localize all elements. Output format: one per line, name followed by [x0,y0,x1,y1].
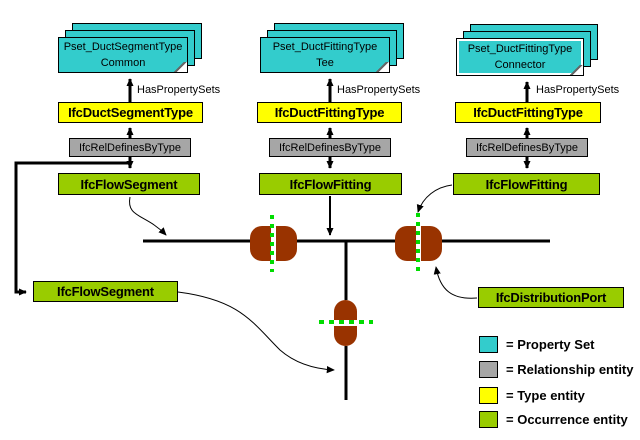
folded-corner-icon [174,62,187,72]
legend-swatch-occurrence-entity [479,411,498,428]
pset-name: Pset_DuctFittingType [272,41,378,54]
branch-to-flowsegment2 [14,161,130,296]
distributionport-callout-arrow [433,266,478,299]
occurrence-box-ifcflowsegment-1: IfcFlowSegment [58,173,200,195]
pset-box-duct-fitting-type-tee: Pset_DuctFittingType Tee [260,37,390,73]
port-dotted-line-icon [319,320,373,324]
pset-name: Pset_DuctFittingType [467,43,573,55]
pset-subname: Connector [494,59,546,71]
legend-label: = Relationship entity [506,362,634,377]
fitting-half-icon [421,226,442,261]
flowsegment2-callout-arrow [177,291,335,374]
pset-subname: Tee [316,56,334,69]
occurrence-box-ifcflowfitting-2: IfcFlowFitting [453,173,600,195]
pset-box-duct-fitting-type-connector: Pset_DuctFittingType Connector [456,38,584,76]
pset-subname: Common [100,56,146,69]
fitting-half-icon [395,226,416,261]
port-dotted-line-icon [270,215,274,272]
type-box-ifcductsegmenttype: IfcDuctSegmentType [58,102,203,123]
haspropertysets-label: HasPropertySets [536,84,620,96]
relationship-box-ifcreldefinesbytype: IfcRelDefinesByType [69,138,191,157]
legend-row-occurrence-entity: = Occurrence entity [479,411,628,428]
folded-corner-icon [570,65,583,75]
relationship-box-ifcreldefinesbytype: IfcRelDefinesByType [269,138,391,157]
legend-row-property-set: = Property Set [479,336,595,353]
folded-corner-icon [376,62,389,72]
flowsegment1-callout-arrow [129,196,167,236]
legend-label: = Property Set [506,337,595,352]
port-dotted-line-icon [416,213,420,272]
legend-swatch-type-entity [479,387,498,404]
haspropertysets-label: HasPropertySets [337,84,421,96]
fitting-half-icon [276,226,297,261]
occurrence-box-ifcflowsegment-2: IfcFlowSegment [33,281,178,302]
flowfitting3-callout-arrow [416,184,453,213]
fitting-half-icon [334,300,357,320]
type-box-ifcductfittingtype-2: IfcDuctFittingType [455,102,601,123]
legend-swatch-relationship-entity [479,361,498,378]
legend-label: = Type entity [506,388,585,403]
legend-label: = Occurrence entity [506,412,628,427]
pset-box-duct-segment-type: Pset_DuctSegmentType Common [58,37,188,73]
legend-row-relationship-entity: = Relationship entity [479,361,634,378]
haspropertysets-label: HasPropertySets [137,84,221,96]
occurrence-box-ifcflowfitting-1: IfcFlowFitting [259,173,402,195]
legend-swatch-property-set [479,336,498,353]
relationship-box-ifcreldefinesbytype: IfcRelDefinesByType [466,138,588,157]
occurrence-box-ifcdistributionport: IfcDistributionPort [478,287,624,308]
legend-row-type-entity: = Type entity [479,387,585,404]
type-box-ifcductfittingtype-1: IfcDuctFittingType [257,102,402,123]
fitting-half-icon [334,326,357,346]
pset-name: Pset_DuctSegmentType [63,41,183,54]
fitting-half-icon [250,226,271,261]
